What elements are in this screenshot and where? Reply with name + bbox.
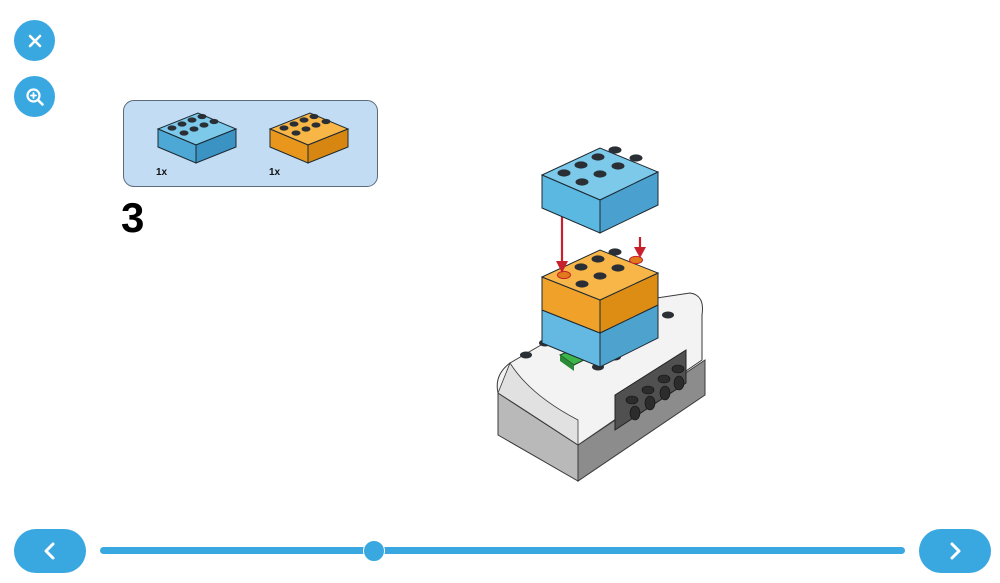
orange-brick-part-icon <box>268 112 350 164</box>
chevron-left-icon <box>44 542 55 560</box>
step-progress-thumb[interactable] <box>362 540 385 562</box>
close-icon <box>28 34 41 47</box>
build-illustration <box>496 146 706 482</box>
placement-arrows <box>556 207 646 273</box>
chevron-right-icon <box>950 542 961 560</box>
step-progress-track[interactable] <box>100 547 905 554</box>
blue-brick-quantity: 1x <box>156 167 168 178</box>
next-step-button[interactable] <box>919 529 991 573</box>
new-blue-brick <box>540 146 660 234</box>
close-button[interactable] <box>14 20 55 61</box>
parts-panel: 1x 1x <box>123 100 378 187</box>
zoom-button[interactable] <box>14 76 55 117</box>
zoom-in-icon <box>25 87 44 106</box>
placed-orange-brick <box>540 248 660 334</box>
blue-brick-part-icon <box>156 112 238 164</box>
step-number: 3 <box>121 194 145 241</box>
previous-step-button[interactable] <box>14 529 86 573</box>
orange-brick-quantity: 1x <box>269 167 281 178</box>
